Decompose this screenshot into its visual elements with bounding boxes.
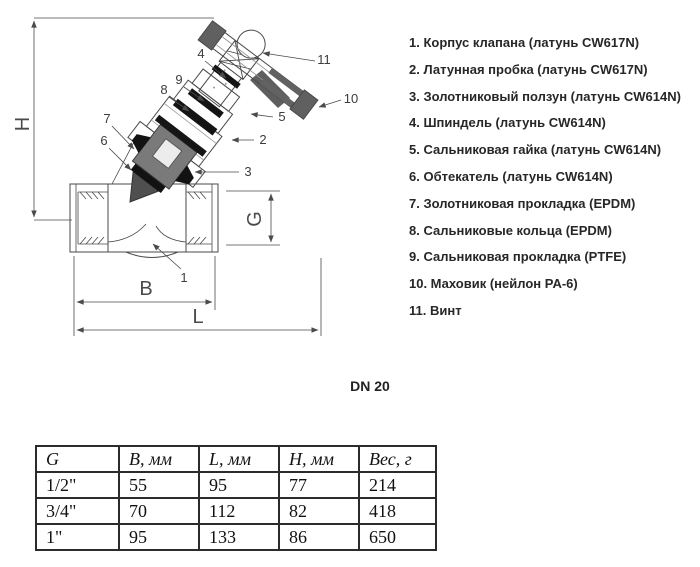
col-header-g: G bbox=[35, 445, 120, 473]
piston-gasket bbox=[154, 114, 207, 157]
cell: 133 bbox=[198, 523, 280, 551]
callout-label-3: 3 bbox=[244, 164, 251, 179]
valve-technical-drawing: H G B L bbox=[12, 17, 358, 336]
cell: 86 bbox=[278, 523, 360, 551]
callout-label-6: 6 bbox=[100, 133, 107, 148]
dimension-b: B bbox=[73, 256, 216, 336]
table-row: 3/4" 70 112 82 418 bbox=[35, 497, 437, 525]
part-item-7: 7. Золотниковая прокладка (EPDM) bbox=[409, 195, 636, 211]
part-item-2: 2. Латунная пробка (латунь CW617N) bbox=[409, 61, 648, 77]
callout-label-8: 8 bbox=[160, 82, 167, 97]
gland-nut bbox=[191, 68, 241, 112]
dimension-h: H bbox=[12, 17, 214, 221]
dn-size-label: DN 20 bbox=[350, 378, 390, 394]
cell: 3/4" bbox=[35, 497, 120, 525]
cell: 82 bbox=[278, 497, 360, 525]
callout-label-5: 5 bbox=[278, 109, 285, 124]
part-item-3: 3. Золотниковый ползун (латунь CW614N) bbox=[409, 88, 681, 104]
parts-list: 1. Корпус клапана (латунь CW617N) 2. Лат… bbox=[409, 36, 694, 331]
dimension-l: L bbox=[76, 258, 322, 336]
table-row: 1/2" 55 95 77 214 bbox=[35, 471, 437, 499]
callout-label-10: 10 bbox=[344, 91, 358, 106]
cell: 55 bbox=[118, 471, 200, 499]
col-header-l: L, мм bbox=[198, 445, 280, 473]
dimension-label-l: L bbox=[192, 306, 203, 328]
callout-leaders bbox=[108, 51, 342, 270]
right-thread-hatch bbox=[187, 191, 207, 245]
col-header-h: H, мм bbox=[278, 445, 360, 473]
cell: 70 bbox=[118, 497, 200, 525]
cell: 214 bbox=[358, 471, 437, 499]
dimension-g: G bbox=[226, 190, 280, 246]
part-item-10: 10. Маховик (нейлон PA-6) bbox=[409, 276, 578, 292]
callout-label-9: 9 bbox=[175, 72, 182, 87]
callout-label-11: 11 bbox=[317, 52, 331, 67]
part-item-4: 4. Шпиндель (латунь CW614N) bbox=[409, 115, 606, 131]
cell: 650 bbox=[358, 523, 437, 551]
cell: 95 bbox=[118, 523, 200, 551]
left-thread-hatch bbox=[79, 191, 105, 245]
col-header-b: B, мм bbox=[118, 445, 200, 473]
handwheel bbox=[197, 20, 319, 120]
dimension-label-b: B bbox=[139, 278, 152, 300]
part-item-5: 5. Сальниковая гайка (латунь CW614N) bbox=[409, 142, 662, 158]
part-item-8: 8. Сальниковые кольца (EPDM) bbox=[409, 222, 612, 238]
part-item-6: 6. Обтекатель (латунь CW614N) bbox=[409, 168, 613, 184]
callout-label-7: 7 bbox=[103, 111, 110, 126]
col-header-weight: Вес, г bbox=[358, 445, 437, 473]
callout-numbers: 1 2 3 4 5 6 7 8 9 10 11 bbox=[100, 46, 358, 285]
cell: 418 bbox=[358, 497, 437, 525]
bonnet-assembly bbox=[127, 29, 266, 203]
cell: 77 bbox=[278, 471, 360, 499]
callout-label-4: 4 bbox=[197, 46, 204, 61]
cell: 95 bbox=[198, 471, 280, 499]
dimension-label-g: G bbox=[244, 211, 266, 227]
part-item-9: 9. Сальниковая прокладка (PTFE) bbox=[409, 249, 627, 265]
cell: 1/2" bbox=[35, 471, 120, 499]
cell: 1" bbox=[35, 523, 120, 551]
cell: 112 bbox=[198, 497, 280, 525]
screw-dome bbox=[236, 29, 266, 59]
dimensions-table: G B, мм L, мм H, мм Вес, г 1/2" 55 95 77… bbox=[35, 445, 437, 551]
dimension-label-h: H bbox=[12, 117, 34, 131]
callout-label-2: 2 bbox=[259, 132, 266, 147]
part-item-11: 11. Винт bbox=[409, 302, 462, 318]
part-item-1: 1. Корпус клапана (латунь CW617N) bbox=[409, 35, 640, 50]
table-row: 1" 95 133 86 650 bbox=[35, 523, 437, 551]
table-header-row: G B, мм L, мм H, мм Вес, г bbox=[35, 445, 437, 473]
callout-label-1: 1 bbox=[180, 270, 187, 285]
